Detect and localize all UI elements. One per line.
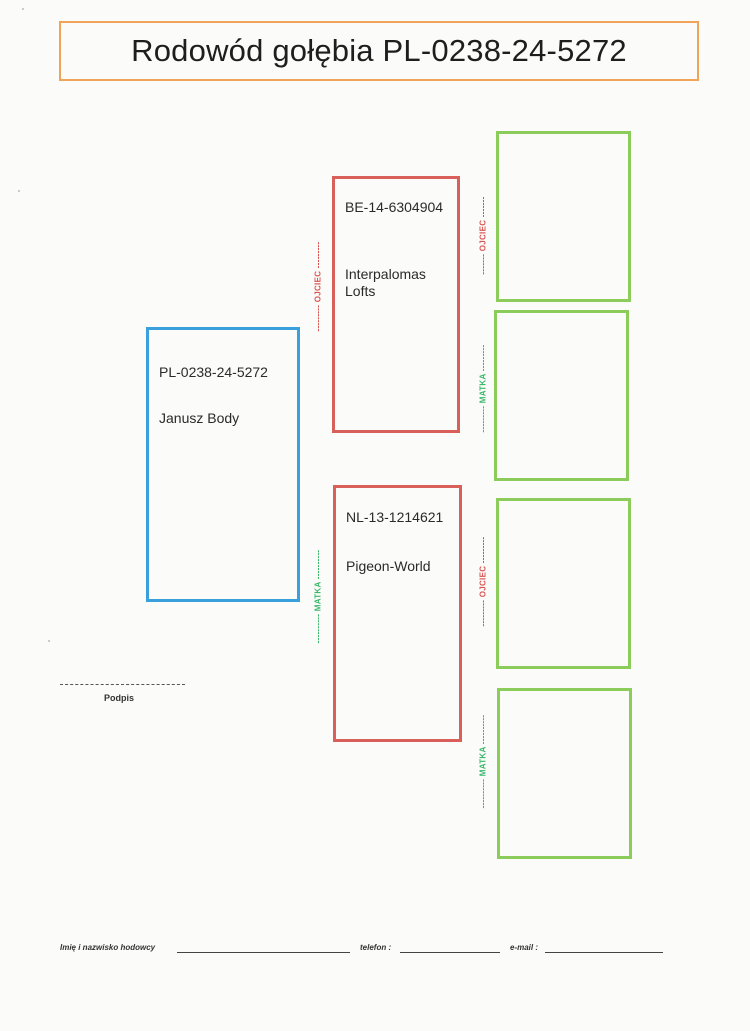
mother-box xyxy=(333,485,462,742)
father-label: --------- OJCIEC --------- xyxy=(313,241,323,332)
maternal-grandmother-box xyxy=(497,688,632,859)
maternal-grandfather-box xyxy=(496,498,631,669)
phone-line xyxy=(400,952,500,953)
signature-label: Podpis xyxy=(104,693,135,703)
phone-label: telefon : xyxy=(360,943,392,952)
father-box xyxy=(332,176,460,433)
maternal-grandmother-label: ---------- MATKA ---------- xyxy=(478,714,488,809)
email-label: e-mail : xyxy=(510,943,539,952)
breeder-info-footer: Imię i nazwisko hodowcy telefon : e-mail… xyxy=(60,941,680,961)
paternal-grandfather-label: ------- OJCIEC ------- xyxy=(478,196,488,275)
maternal-grandfather-label: --------- OJCIEC --------- xyxy=(478,536,488,627)
signature-line xyxy=(60,684,185,685)
mother-owner: Pigeon-World xyxy=(346,558,431,574)
mother-label: ---------- MATKA ---------- xyxy=(313,549,323,644)
scan-speck xyxy=(48,640,50,642)
title-frame: Rodowód gołębia PL-0238-24-5272 xyxy=(59,21,699,81)
subject-owner: Janusz Body xyxy=(159,410,240,426)
mother-ring-number: NL-13-1214621 xyxy=(346,509,444,525)
subject-pigeon-box xyxy=(146,327,300,602)
paternal-grandmother-box xyxy=(494,310,629,481)
paternal-grandmother-label: --------- MATKA --------- xyxy=(478,344,488,433)
father-owner: Interpalomas Lofts xyxy=(345,266,426,299)
subject-ring-number: PL-0238-24-5272 xyxy=(159,364,268,380)
breeder-name-label: Imię i nazwisko hodowcy xyxy=(60,943,156,952)
paternal-grandfather-box xyxy=(496,131,631,302)
email-line xyxy=(545,952,663,953)
scan-speck xyxy=(22,8,24,10)
breeder-name-line xyxy=(177,952,350,953)
page-title: Rodowód gołębia PL-0238-24-5272 xyxy=(131,33,627,68)
scan-speck xyxy=(18,190,20,192)
father-ring-number: BE-14-6304904 xyxy=(345,199,444,215)
